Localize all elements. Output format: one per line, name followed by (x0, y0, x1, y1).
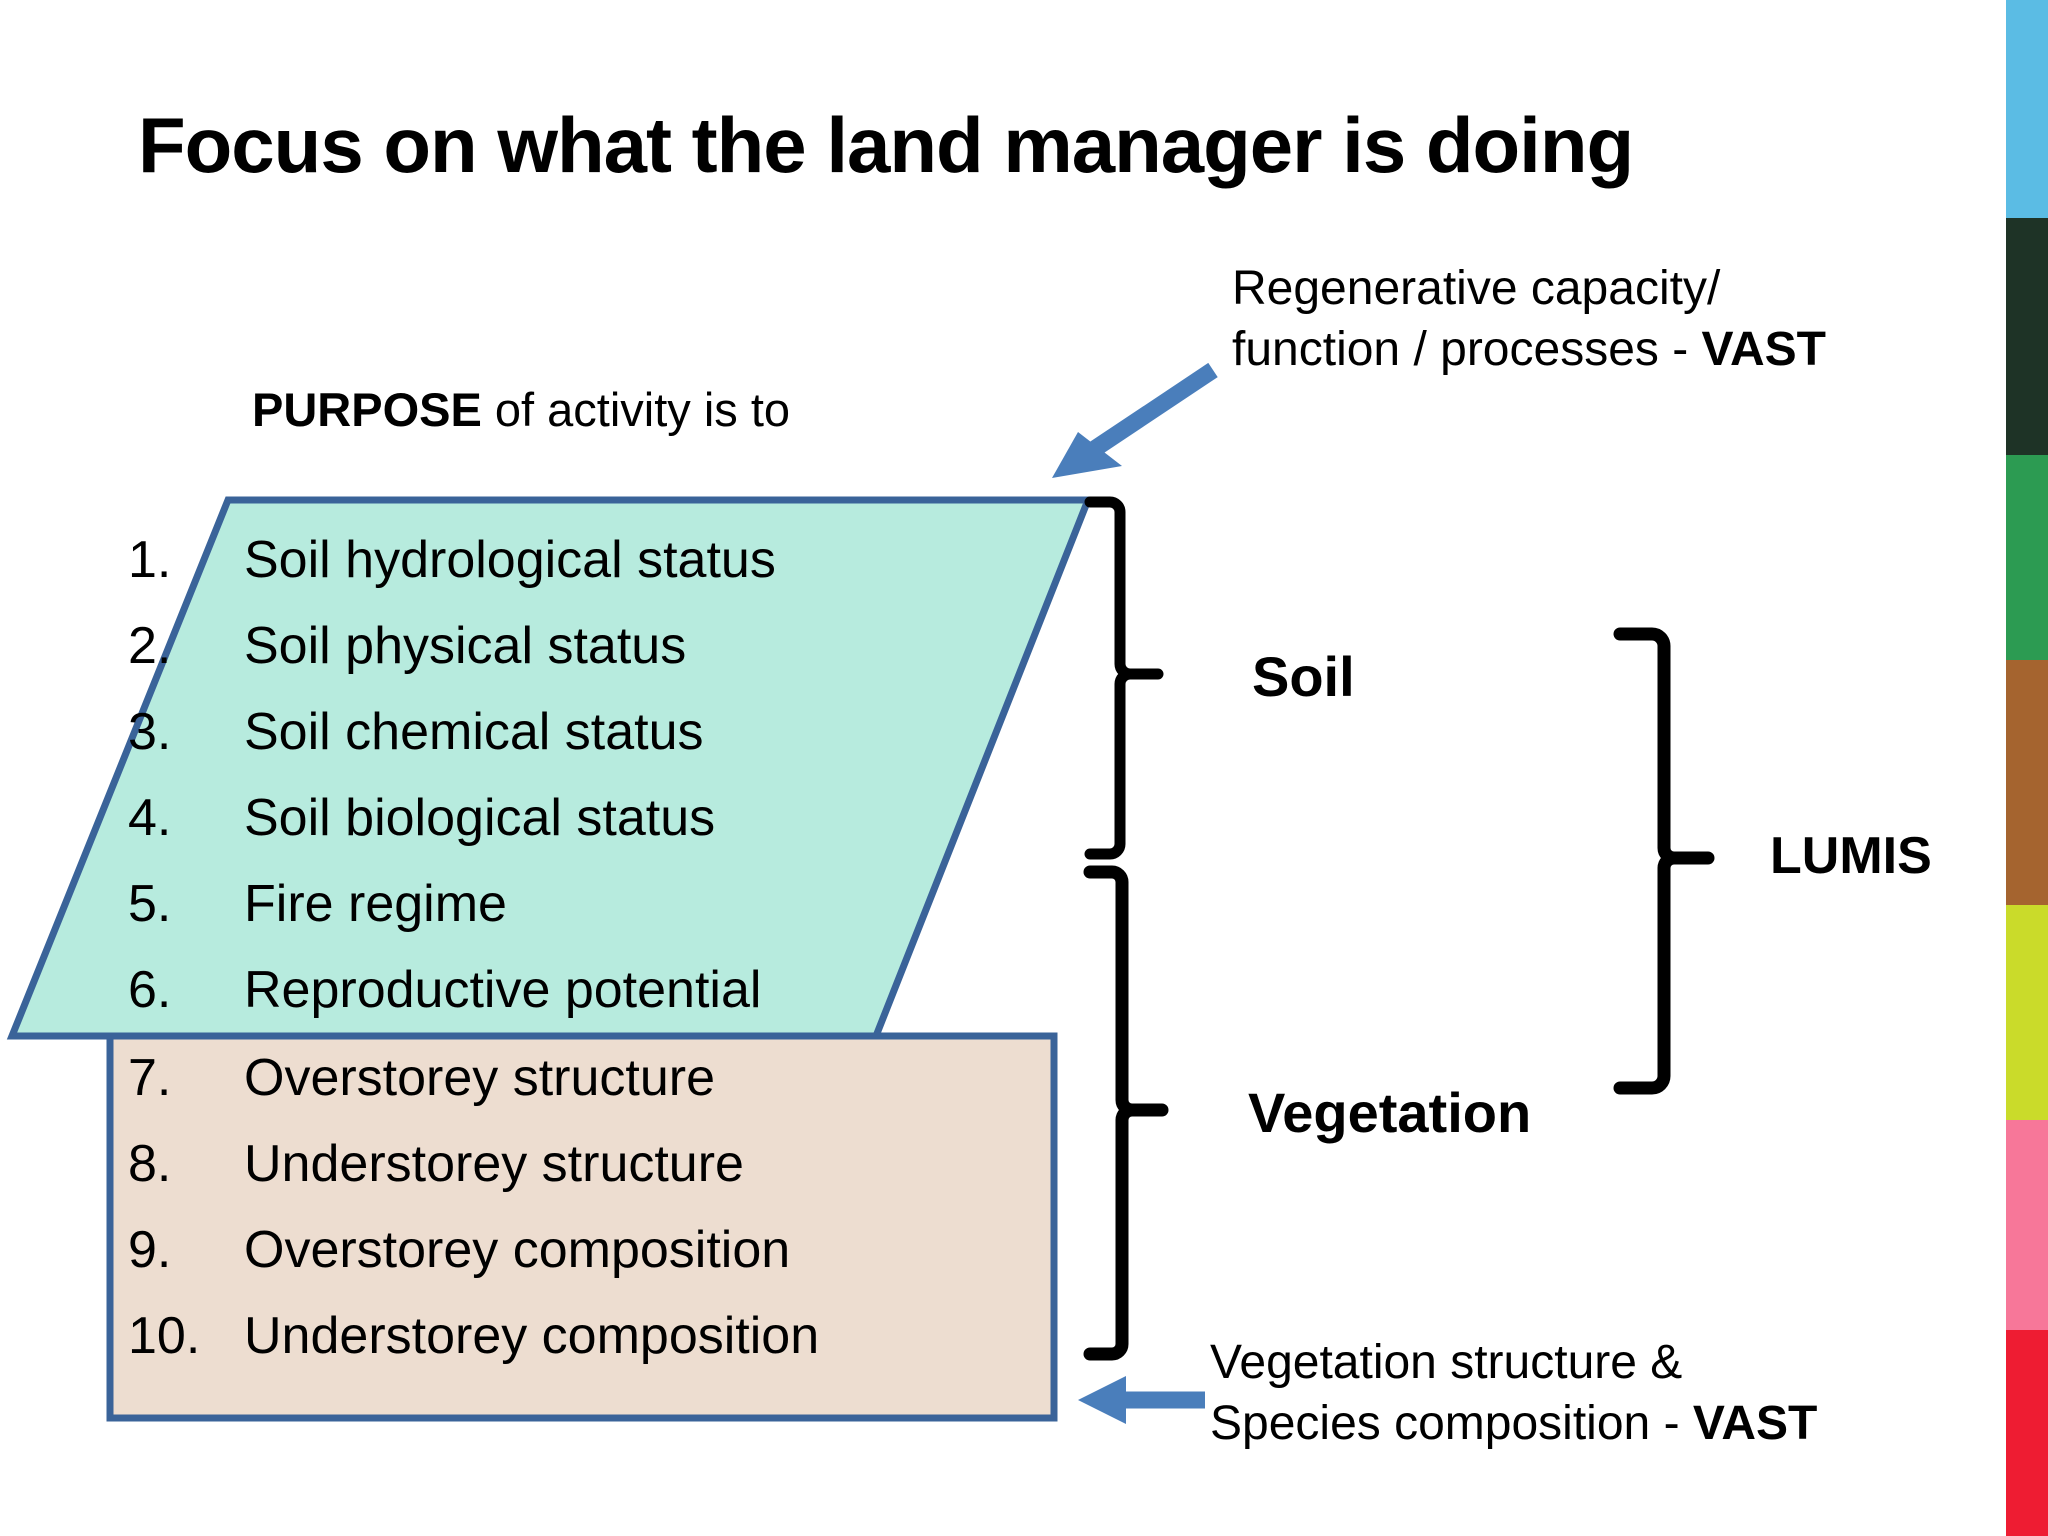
purpose-line: PURPOSE of activity is to (252, 382, 790, 437)
vegetation-structure-arrow (1078, 1376, 1205, 1424)
list-item-number: 1. (128, 531, 172, 589)
annotation-line-1: Regenerative capacity/ (1232, 262, 1721, 315)
list-item-number: 7. (128, 1049, 172, 1107)
color-band-brown (2006, 660, 2048, 905)
list-item-label: Soil biological status (244, 789, 716, 847)
list-item-label: Soil chemical status (244, 703, 704, 761)
regenerative-capacity-arrow (1052, 362, 1218, 478)
annotation-line-2: Species composition - VAST (1210, 1393, 1817, 1454)
color-band-sky-blue (2006, 0, 2048, 218)
list-item-label: Understorey structure (244, 1135, 744, 1193)
list-item-number: 6. (128, 961, 172, 1019)
list-item-number: 2. (128, 617, 172, 675)
color-band-dark-green (2006, 218, 2048, 455)
page-title: Focus on what the land manager is doing (138, 101, 1634, 189)
vegetation-bracket (1083, 865, 1169, 1361)
list-item-number: 8. (128, 1135, 172, 1193)
lumis-bracket (1613, 627, 1715, 1095)
annotation-line-2-plain: function / processes - (1232, 323, 1702, 377)
purpose-bold: PURPOSE (252, 383, 482, 436)
color-band-green (2006, 455, 2048, 660)
annotation-line-2: function / processes - VAST (1232, 319, 1826, 380)
list-item-number: 4. (128, 789, 172, 847)
list-item-label: Soil physical status (244, 617, 687, 675)
vegetation-group-label: Vegetation (1248, 1081, 1532, 1144)
list-item-label: Overstorey structure (244, 1049, 716, 1107)
soil-group-label: Soil (1252, 645, 1355, 708)
color-band-pink (2006, 1120, 2048, 1330)
annotation-line-2-plain: Species composition - (1210, 1397, 1693, 1451)
soil-bracket (1084, 496, 1164, 860)
color-band-red (2006, 1330, 2048, 1536)
list-item-label: Overstorey composition (244, 1221, 791, 1279)
list-item-number: 9. (128, 1221, 172, 1279)
list-item-label: Understorey composition (244, 1307, 820, 1365)
regenerative-capacity-annotation: Regenerative capacity/ function / proces… (1232, 258, 1826, 381)
vegetation-box (106, 1032, 1058, 1422)
list-item-number: 5. (128, 875, 172, 933)
purpose-rest: of activity is to (481, 383, 791, 436)
color-band-yellow-green (2006, 905, 2048, 1120)
annotation-line-2-bold: VAST (1701, 323, 1826, 377)
list-item-label: Soil hydrological status (244, 531, 776, 589)
color-strip (2006, 0, 2048, 1536)
annotation-line-1: Vegetation structure & (1210, 1336, 1683, 1389)
lumis-group-label: LUMIS (1770, 827, 1932, 885)
vegetation-structure-annotation: Vegetation structure & Species compositi… (1210, 1332, 1817, 1455)
annotation-line-2-bold: VAST (1692, 1397, 1818, 1451)
list-item-number: 10. (128, 1307, 201, 1365)
list-item-label: Reproductive potential (244, 961, 762, 1019)
list-item-number: 3. (128, 703, 172, 761)
list-item-label: Fire regime (244, 875, 507, 933)
